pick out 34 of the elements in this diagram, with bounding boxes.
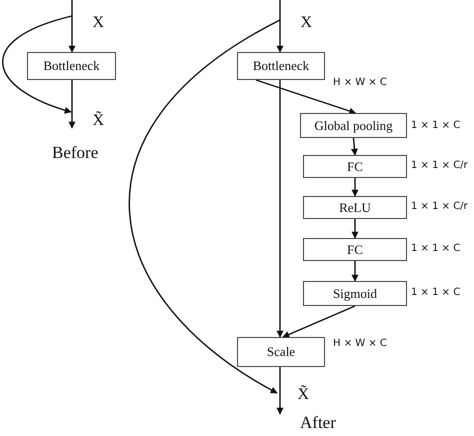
arrow: [128, 19, 280, 394]
caption-text: Before: [52, 143, 98, 163]
arrow: [2, 15, 72, 114]
arrow: [282, 305, 356, 338]
arrow: [276, 80, 284, 338]
dimension-label: H × W × C: [333, 77, 387, 88]
dimension-label: 1 × 1 × C: [411, 287, 460, 298]
dimension-label: 1 × 1 × C: [411, 243, 460, 254]
arrow: [68, 0, 76, 53]
signal-label: X: [280, 10, 314, 36]
signal-label: X: [72, 10, 106, 36]
arrow: [352, 178, 358, 197]
arrow: [276, 367, 284, 415]
dimension-label: H × W × C: [333, 338, 387, 349]
process-box: Bottleneck: [237, 52, 325, 80]
dimension-label: 1 × 1 × C/r: [411, 160, 468, 171]
process-box: FC: [303, 155, 407, 178]
signal-label: X̃: [277, 380, 311, 410]
arrow: [350, 138, 358, 156]
arrow: [276, 0, 284, 53]
signal-label: X̃: [72, 106, 106, 136]
arrow: [352, 219, 358, 239]
process-box: Bottleneck: [27, 52, 116, 80]
process-box: Scale: [237, 337, 325, 367]
process-box: Global pooling: [300, 113, 407, 138]
process-box: ReLU: [303, 196, 407, 219]
arrow: [352, 261, 358, 282]
arrow: [256, 79, 356, 114]
arrow: [68, 80, 76, 129]
dimension-label: 1 × 1 × C/r: [411, 201, 468, 212]
caption-text: After: [300, 413, 336, 433]
process-box: Sigmoid: [303, 281, 407, 306]
dimension-label: 1 × 1 × C: [411, 120, 460, 131]
process-box: FC: [303, 238, 407, 261]
